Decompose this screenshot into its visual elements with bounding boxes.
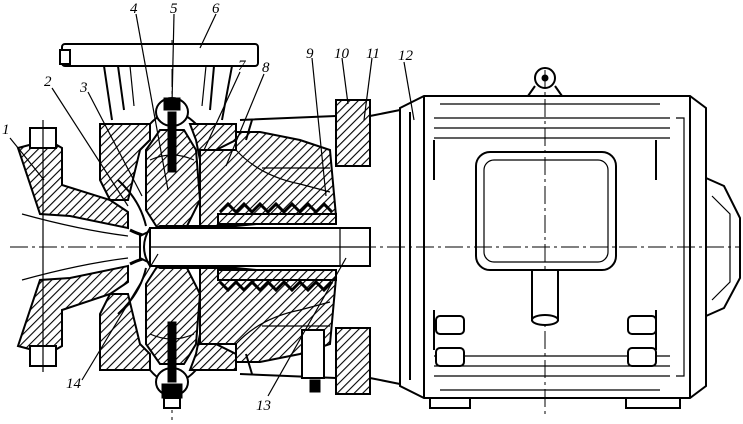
callout-4: 4: [130, 1, 138, 17]
shaft-seal-packing: [217, 201, 337, 293]
leader-lines: [9, 13, 415, 397]
pump-shaft: [143, 227, 371, 267]
callout-12: 12: [398, 48, 414, 64]
callout-5: 5: [170, 1, 178, 17]
discharge-flange: [59, 43, 259, 121]
callout-8: 8: [262, 60, 270, 76]
callout-13: 13: [256, 398, 271, 414]
callout-11: 11: [366, 46, 380, 62]
callout-9: 9: [306, 46, 314, 62]
impeller: [145, 111, 202, 383]
suction-nozzle: [16, 120, 129, 372]
callout-3: 3: [79, 80, 88, 96]
callout-7: 7: [238, 58, 247, 74]
callout-1: 1: [2, 122, 10, 138]
motor-bracket: [239, 99, 401, 395]
callout-14: 14: [66, 376, 82, 392]
electric-motor: [399, 67, 741, 409]
callout-6: 6: [212, 1, 220, 17]
callout-2: 2: [44, 74, 52, 90]
callout-10: 10: [334, 46, 350, 62]
